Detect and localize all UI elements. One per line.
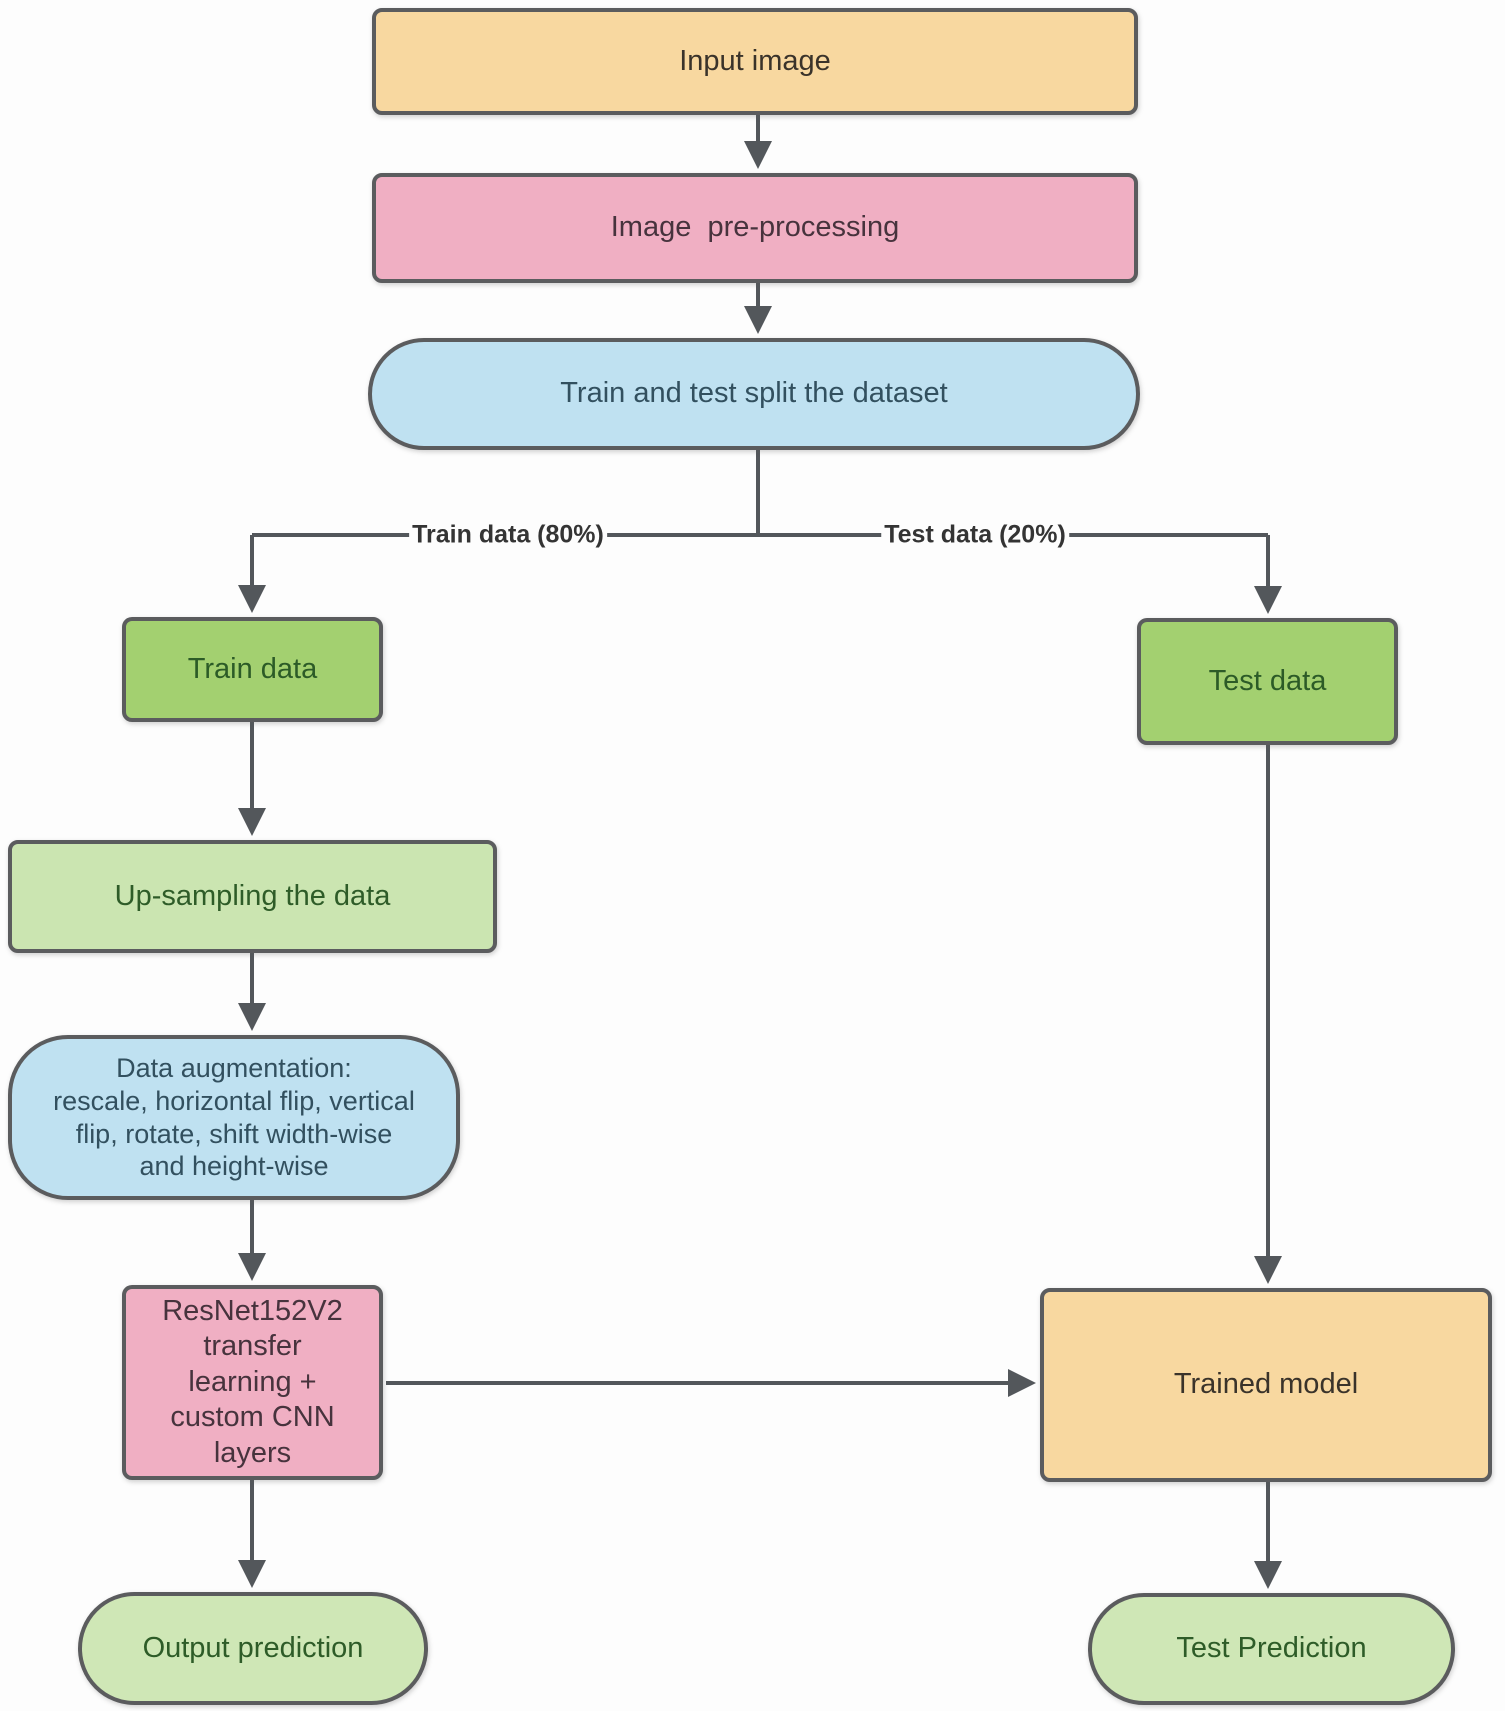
node-label: Up-sampling the data <box>114 879 391 912</box>
node-train-test-split: Train and test split the dataset <box>368 338 1140 450</box>
edge-label-train-split: Train data (80%) <box>409 519 607 551</box>
node-output-prediction: Output prediction <box>78 1592 428 1705</box>
node-test-data: Test data <box>1137 618 1398 745</box>
node-label: Input image <box>679 44 831 77</box>
node-trained-model: Trained model <box>1040 1288 1492 1482</box>
node-label: Test data <box>1208 664 1327 697</box>
node-input-image: Input image <box>372 8 1138 115</box>
edge-label-test-split: Test data (20%) <box>881 519 1069 551</box>
node-upsampling: Up-sampling the data <box>8 840 497 953</box>
node-label: Image pre-processing <box>610 211 900 244</box>
node-label: Test Prediction <box>1176 1632 1367 1665</box>
node-resnet-transfer-learning: ResNet152V2 transfer learning + custom C… <box>122 1285 383 1480</box>
node-label: Output prediction <box>142 1631 364 1664</box>
node-label: Train data <box>187 652 318 685</box>
node-label: Trained model <box>1173 1368 1359 1401</box>
node-label: Train and test split the dataset <box>560 377 948 410</box>
node-data-augmentation: Data augmentation: rescale, horizontal f… <box>8 1035 460 1200</box>
node-image-preprocessing: Image pre-processing <box>372 173 1138 283</box>
node-label: ResNet152V2 transfer learning + custom C… <box>162 1295 343 1469</box>
node-test-prediction: Test Prediction <box>1088 1593 1455 1705</box>
node-label: Data augmentation: rescale, horizontal f… <box>53 1052 415 1182</box>
node-train-data: Train data <box>122 617 383 722</box>
